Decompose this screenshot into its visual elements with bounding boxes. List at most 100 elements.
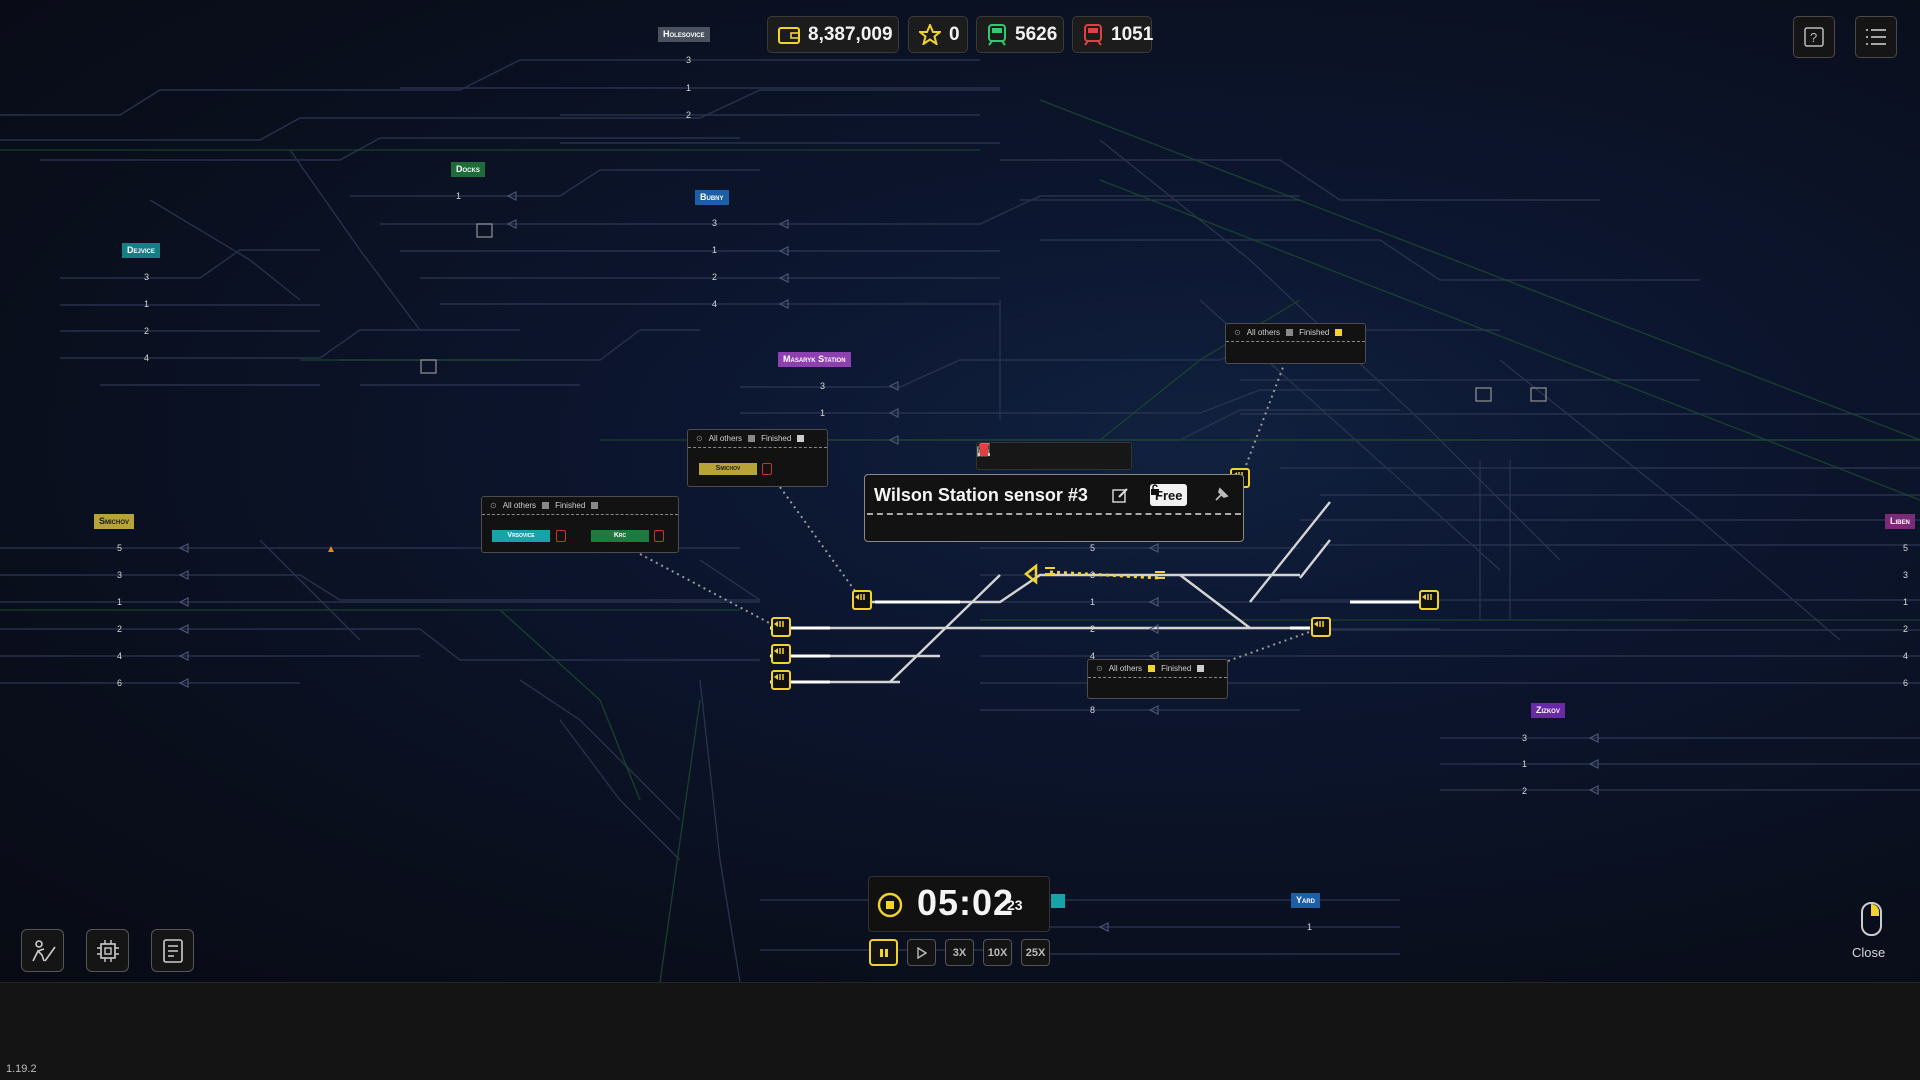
speed-10x-button[interactable]: 10X (983, 939, 1012, 966)
track-number: 1 (1903, 597, 1909, 607)
track-number: 3 (1090, 570, 1096, 580)
station-bubny[interactable]: Bubny (695, 190, 729, 205)
play-button[interactable] (907, 939, 936, 966)
rail-map[interactable]: Holesovice Docks Bubny Dejvice Masaryk S… (0, 0, 1920, 982)
finished-checkbox[interactable] (1197, 665, 1205, 672)
free-label: Free (1155, 487, 1183, 503)
panel-filter-row: ⊙ All others Finished (482, 497, 678, 515)
delete-icon[interactable] (762, 463, 772, 475)
station-docks[interactable]: Docks (451, 162, 485, 177)
settings-button[interactable] (86, 929, 129, 972)
chip-smichov[interactable]: Smichov (699, 463, 757, 475)
track-number: 1 (1090, 597, 1096, 607)
track-number: 1 (686, 83, 692, 93)
pause-button[interactable] (869, 939, 898, 966)
sensor-panel-center[interactable]: ⊙ All others Finished (1087, 659, 1228, 699)
sensor-marker[interactable] (1311, 617, 1331, 637)
speed-3x-button[interactable]: 3X (945, 939, 974, 966)
track-number: 3 (712, 218, 718, 228)
build-tool-button[interactable] (21, 929, 64, 972)
worker-build-icon (31, 939, 56, 961)
station-yard[interactable]: Yard (1291, 893, 1321, 908)
delete-icon[interactable] (654, 530, 664, 542)
station-liben[interactable]: Liben (1885, 514, 1915, 529)
finished-label: Finished (761, 434, 792, 443)
chip-vrsovice[interactable]: Vrsovice (492, 530, 550, 542)
speed-25x-button[interactable]: 25X (1021, 939, 1050, 966)
chip-krc[interactable]: Krc (591, 530, 649, 542)
free-toggle[interactable]: Free (1150, 484, 1188, 506)
station-smichov[interactable]: Smichov (94, 514, 135, 529)
station-masaryk[interactable]: Masaryk Station (778, 352, 851, 367)
menu-button[interactable] (1855, 16, 1897, 58)
paste-button[interactable] (978, 444, 1048, 467)
finished-checkbox[interactable] (591, 502, 599, 509)
finished-checkbox[interactable] (797, 435, 805, 442)
trains-green-value: 5626 (1015, 23, 1058, 45)
log-button[interactable] (151, 929, 194, 972)
track-number: 6 (1903, 678, 1909, 688)
finished-checkbox[interactable] (1335, 329, 1343, 336)
stars-counter: 0 (908, 16, 968, 53)
track-number: 5 (1090, 543, 1096, 553)
track-number: 3 (1522, 733, 1528, 743)
finished-label: Finished (555, 501, 586, 510)
track-number: 2 (712, 272, 718, 282)
all-others-checkbox[interactable] (542, 502, 550, 509)
panel-filter-row: ⊙ All others Finished (1226, 324, 1365, 342)
delete-sensor-button[interactable] (979, 444, 1125, 467)
all-others-label: All others (708, 434, 743, 443)
unlock-icon (1151, 484, 1159, 495)
track-number: 4 (1903, 651, 1909, 661)
list-icon (1866, 29, 1886, 45)
track-number: 1 (144, 299, 150, 309)
trash-icon (979, 444, 989, 456)
all-others-checkbox[interactable] (1148, 665, 1156, 672)
pin-icon: ⊙ (1096, 664, 1103, 673)
delete-icon[interactable] (556, 530, 566, 542)
track-number: 1 (712, 245, 718, 255)
sensor-panel-smichov[interactable]: ⊙ All others Finished Vrsovice Krc (481, 496, 679, 553)
track-number: 3 (117, 570, 123, 580)
sensor-panel-north[interactable]: ⊙ All others Finished (1225, 323, 1366, 364)
sensor-panel-masaryk[interactable]: ⊙ All others Finished Smichov (687, 429, 828, 487)
trains-red-value: 1051 (1111, 23, 1154, 45)
all-others-checkbox[interactable] (748, 435, 756, 442)
sensor-title: Wilson Station sensor #3 (874, 485, 1088, 505)
sensor-icon (774, 621, 784, 627)
sensor-marker[interactable] (771, 670, 791, 690)
svg-text:?: ? (1810, 30, 1817, 45)
all-others-checkbox[interactable] (1286, 329, 1294, 336)
help-button[interactable]: ? (1793, 16, 1835, 58)
track-number: 2 (686, 110, 692, 120)
track-number: 4 (117, 651, 123, 661)
sensor-toolbar (976, 442, 1132, 470)
track-number: 1 (820, 408, 826, 418)
station-zizkov[interactable]: Zizkov (1531, 703, 1565, 718)
track-number: 3 (686, 55, 692, 65)
sensor-tooltip: Wilson Station sensor #3 Free (864, 474, 1244, 542)
close-label[interactable]: Close (1852, 945, 1886, 960)
pin-icon: ⊙ (490, 501, 497, 510)
pencil-icon (1112, 488, 1128, 503)
document-icon (162, 938, 183, 963)
station-dejvice[interactable]: Dejvice (122, 243, 160, 258)
train-green-icon (988, 23, 1006, 46)
track-number: 4 (1090, 651, 1096, 661)
sensor-icon (1422, 594, 1432, 600)
hierarchy-button[interactable] (978, 444, 1086, 467)
sensor-marker[interactable] (771, 617, 791, 637)
sensor-marker[interactable] (1419, 590, 1439, 610)
pause-icon (879, 948, 888, 957)
version-label: 1.19.2 (6, 1063, 37, 1075)
finished-label: Finished (1161, 664, 1192, 673)
track-number: 2 (117, 624, 123, 634)
bottom-bar (0, 982, 1920, 1080)
sensor-marker[interactable] (852, 590, 872, 610)
sensor-marker[interactable] (771, 644, 791, 664)
station-holesovice[interactable]: Holesovice (658, 27, 710, 42)
track-number: 4 (712, 299, 718, 309)
track-number: 8 (1090, 705, 1096, 715)
track-number: 1 (1522, 759, 1528, 769)
wallet-icon (778, 26, 800, 44)
